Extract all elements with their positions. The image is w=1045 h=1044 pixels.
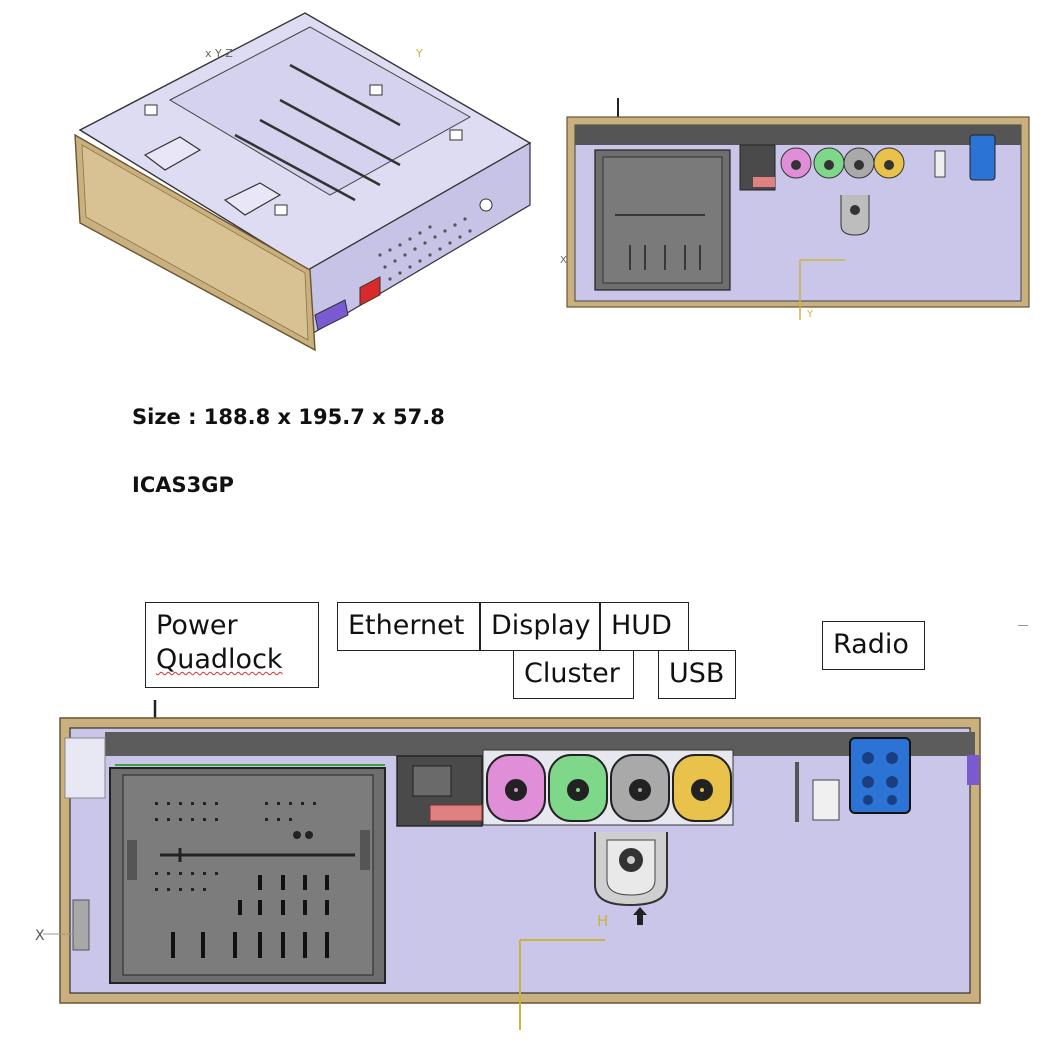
usb-connector-icon xyxy=(594,832,668,925)
iso-y-label: Y xyxy=(415,47,423,60)
quadlock-connector-icon xyxy=(109,767,386,984)
radio-connector-icon xyxy=(849,737,911,814)
callout-display: Display xyxy=(480,602,600,651)
callout-power-quadlock: Power Quadlock xyxy=(145,602,319,688)
callout-radio: Radio xyxy=(822,621,925,670)
front-x-label: X xyxy=(560,255,567,266)
ethernet-connector-icon xyxy=(396,755,483,827)
fakra-connector-icon xyxy=(486,754,732,822)
front-y-label: Y xyxy=(806,309,814,320)
callout-ethernet: Ethernet xyxy=(337,602,480,651)
stray-dash xyxy=(1018,625,1028,626)
callout-usb: USB xyxy=(658,650,736,699)
model-name-text: ICAS3GP xyxy=(132,473,234,497)
callout-hud: HUD xyxy=(600,602,689,651)
iso-axes-label: x Y Z xyxy=(205,47,233,60)
front-view-small-drawing: X Y xyxy=(560,98,1030,320)
big-h-label: H xyxy=(597,912,608,930)
callout-power-line2: Quadlock xyxy=(156,644,283,675)
isometric-unit-drawing: x Y Z Y xyxy=(74,12,532,352)
big-x-label: X xyxy=(35,928,45,944)
size-spec-text: Size : 188.8 x 195.7 x 57.8 xyxy=(132,405,445,429)
callout-cluster: Cluster xyxy=(513,650,634,699)
front-view-large-drawing: X xyxy=(35,700,981,1030)
callout-power-line1: Power xyxy=(156,610,238,641)
